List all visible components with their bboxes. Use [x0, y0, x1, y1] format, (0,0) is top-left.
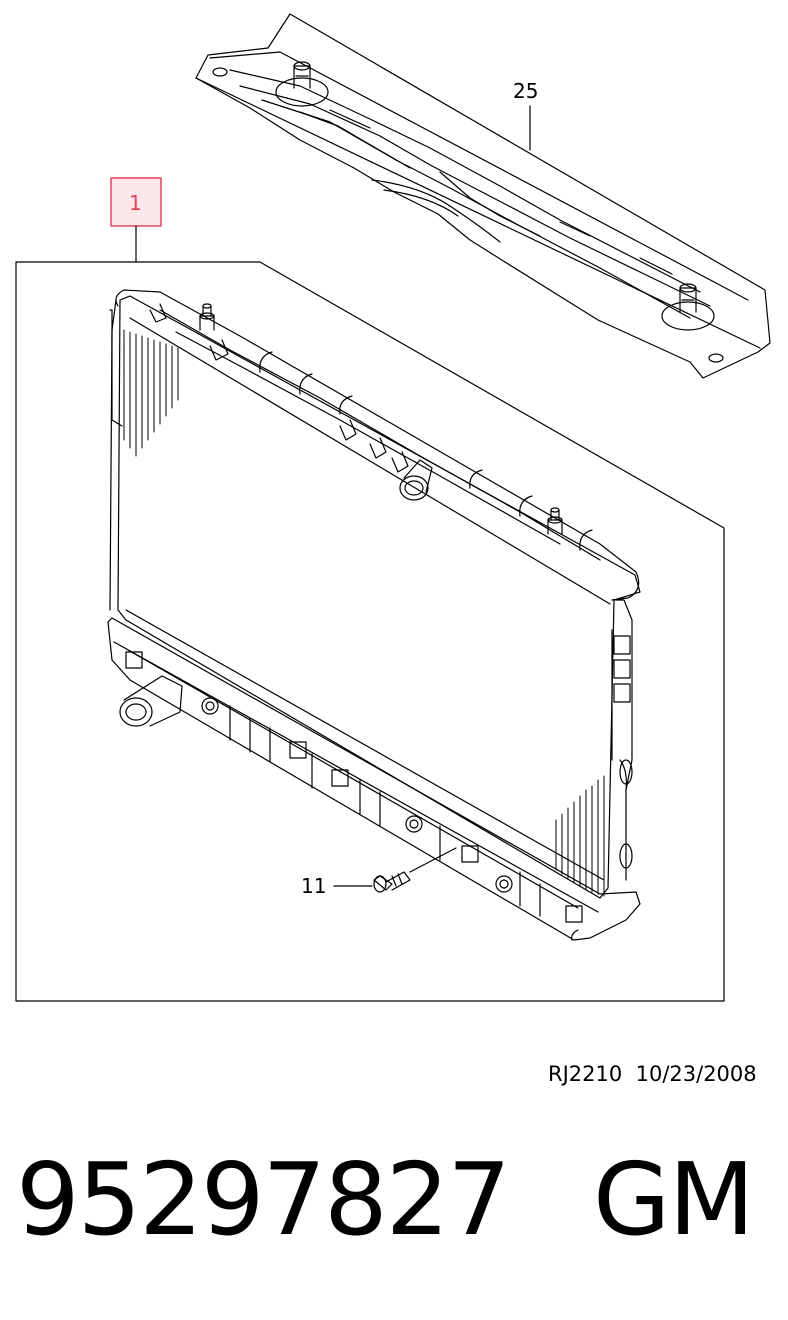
reference-date: 10/23/2008	[635, 1062, 757, 1086]
callout-1-box[interactable]	[110, 177, 162, 227]
assembly-frame	[15, 261, 725, 1002]
leader-line-11-plug	[409, 847, 457, 873]
part-identifier: 95297827 GM	[16, 1141, 755, 1258]
drain-plug	[373, 871, 411, 893]
exploded-parts-diagram: 25 1	[15, 13, 771, 1002]
callout-1: 1	[129, 191, 142, 215]
drawing-reference: RJ2210 10/23/2008	[548, 1062, 757, 1086]
brand-name: GM	[592, 1141, 755, 1258]
upper-support-bracket	[195, 13, 771, 379]
radiator	[107, 289, 641, 941]
reference-code: RJ2210	[548, 1062, 623, 1086]
callout-25: 25	[513, 79, 538, 103]
callout-11: 11	[301, 874, 326, 898]
part-number: 95297827	[16, 1141, 511, 1258]
